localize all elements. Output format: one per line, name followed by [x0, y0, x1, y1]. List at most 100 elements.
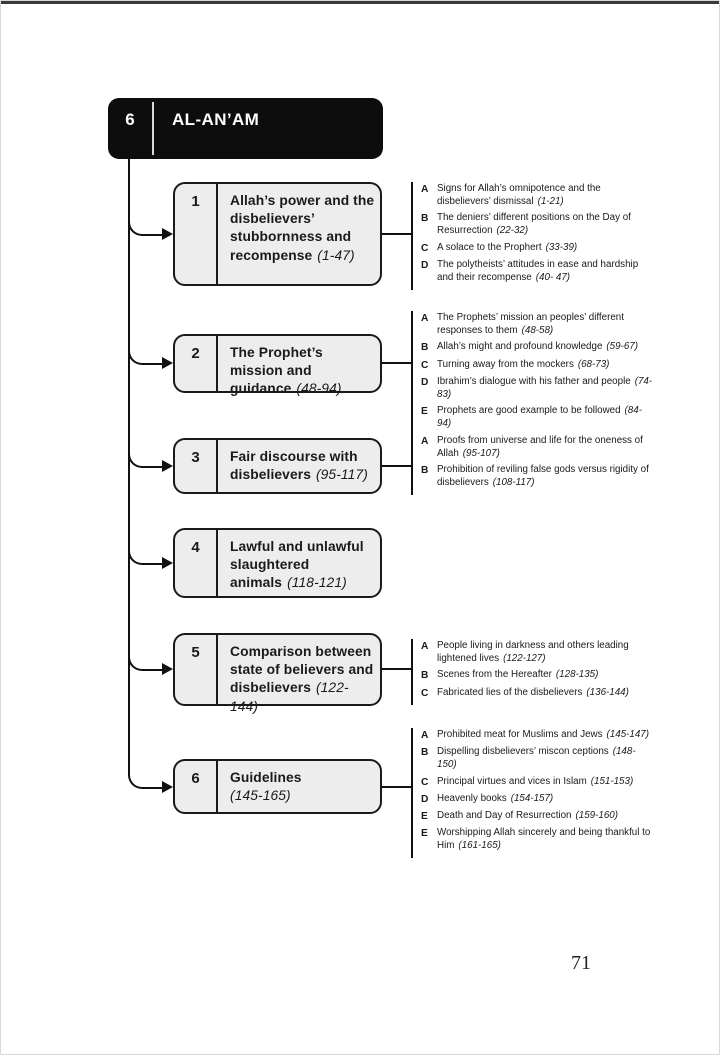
item-letter: E: [421, 828, 428, 840]
subtopic-list-1: A Signs for Allah’s omnipotence and the d…: [411, 182, 653, 290]
connector-elbow: [128, 642, 166, 671]
item-letter: A: [421, 641, 429, 652]
page-number: 71: [571, 952, 591, 974]
list-item: A Proofs from universe and life for the o…: [421, 435, 653, 460]
section-list-connector: [382, 668, 411, 670]
item-verse-range: (159-160): [575, 810, 618, 822]
item-verse-range: (95-107): [462, 447, 500, 459]
section-number: 4: [191, 539, 200, 556]
section-divider: [216, 440, 218, 492]
list-item: C A solace to the Prophert(33-39): [421, 242, 653, 255]
item-verse-range: (59-67): [606, 341, 638, 353]
item-text: Proofs from universe and life for the on…: [437, 435, 643, 459]
item-text-wrap: Death and Day of Resurrection(159-160): [437, 810, 653, 823]
item-text-wrap: Ibrahim’s dialogue with his father and p…: [437, 376, 653, 401]
item-verse-range: (33-39): [545, 241, 578, 253]
section-verse-range: (95-117): [315, 467, 368, 483]
item-verse-range: (74-83): [437, 375, 653, 400]
item-text-wrap: Worshipping Allah sincerely and being th…: [437, 827, 653, 852]
arrowhead-icon: [162, 663, 173, 675]
item-verse-range: (48-58): [521, 324, 554, 336]
item-text: Fabricated lies of the disbelievers: [437, 686, 583, 698]
connector-elbow: [128, 760, 166, 789]
item-text-wrap: Fabricated lies of the disbelievers(136-…: [437, 687, 653, 700]
section-verse-range: (48-94): [296, 381, 342, 397]
list-item: D The polytheists’ attitudes in ease and …: [421, 259, 653, 284]
section-box-4: 4 Lawful and unlawful slaughtered animal…: [173, 528, 382, 598]
section-title-text: Comparison between state of believers an…: [230, 644, 374, 696]
item-text-wrap: Dispelling disbelievers’ miscon ceptions…: [437, 746, 653, 771]
item-letter: A: [421, 436, 429, 447]
item-text: Signs for Allah’s omnipotence and the di…: [437, 183, 601, 207]
item-text-wrap: Prophets are good example to be followed…: [437, 405, 653, 430]
arrowhead-icon: [162, 460, 173, 472]
list-item: A People living in darkness and others le…: [421, 640, 653, 665]
item-verse-range: (128-135): [555, 669, 599, 681]
section-title-text: Allah’s power and the disbelievers’ stub…: [230, 193, 375, 263]
item-letter: E: [421, 406, 428, 418]
item-letter: D: [421, 260, 429, 272]
section-list-connector: [382, 465, 411, 467]
item-text-wrap: Signs for Allah’s omnipotence and the di…: [437, 183, 653, 208]
item-text-wrap: Turning away from the mockers(68-73): [437, 359, 653, 372]
item-text-wrap: Allah’s might and profound knowledge(59-…: [437, 341, 653, 354]
item-text: Scenes from the Hereafter: [437, 669, 552, 681]
section-title: Comparison between state of believers an…: [230, 643, 375, 716]
section-title-text: Fair discourse with disbelievers: [230, 449, 358, 483]
section-box-3: 3 Fair discourse with disbelievers(95-11…: [173, 438, 382, 494]
item-verse-range: (151-153): [590, 775, 634, 787]
chapter-header: 6 AL-AN’AM: [108, 98, 383, 159]
connector-elbow: [128, 536, 166, 565]
item-text: The deniers’ different positions on the …: [437, 212, 631, 237]
item-letter: C: [421, 242, 429, 254]
section-divider: [216, 530, 218, 596]
connector-elbow: [128, 439, 166, 468]
connector-elbow: [128, 207, 166, 236]
item-text: People living in darkness and others lea…: [437, 640, 629, 664]
item-letter: A: [421, 184, 429, 195]
item-text-wrap: The polytheists’ attitudes in ease and h…: [437, 259, 653, 284]
connector-elbow: [128, 336, 166, 365]
item-text: A solace to the Prophert: [437, 241, 542, 253]
item-letter: D: [421, 793, 429, 805]
list-item: A Signs for Allah’s omnipotence and the d…: [421, 183, 653, 208]
section-title: Allah’s power and the disbelievers’ stub…: [230, 192, 375, 265]
item-verse-range: (154-157): [510, 792, 554, 804]
section-list-connector: [382, 362, 411, 364]
section-box-5: 5 Comparison between state of believers …: [173, 633, 382, 714]
item-verse-range: (136-144): [586, 686, 629, 698]
section-title: Fair discourse with disbelievers(95-117): [230, 448, 375, 484]
section-list-connector: [382, 786, 411, 788]
section-verse-range: (145-165): [230, 788, 291, 804]
item-text: Worshipping Allah sincerely and being th…: [437, 827, 651, 852]
item-text-wrap: The deniers’ different positions on the …: [437, 212, 653, 237]
item-text: Ibrahim’s dialogue with his father and p…: [437, 375, 631, 387]
section-divider: [216, 184, 218, 284]
item-text-wrap: Principal virtues and vices in Islam(151…: [437, 776, 653, 789]
item-text: Prophets are good example to be followed: [437, 405, 621, 417]
item-text: Heavenly books: [437, 792, 507, 804]
section-box-1: 1 Allah’s power and the disbelievers’ st…: [173, 182, 382, 286]
section-title: The Prophet’s mission and guidance(48-94…: [230, 344, 375, 399]
item-text-wrap: The Prophets’ mission an peoples’ differ…: [437, 312, 653, 337]
section-divider: [216, 336, 218, 391]
item-text: Prohibited meat for Muslims and Jews: [437, 729, 603, 740]
section-number: 5: [191, 644, 200, 661]
item-text: Death and Day of Resurrection: [437, 810, 572, 822]
section-number: 1: [191, 193, 200, 210]
item-verse-range: (84-94): [437, 405, 642, 430]
section-number: 2: [191, 345, 200, 362]
section-verse-range: (1-47): [317, 247, 355, 263]
item-letter: A: [421, 730, 429, 741]
